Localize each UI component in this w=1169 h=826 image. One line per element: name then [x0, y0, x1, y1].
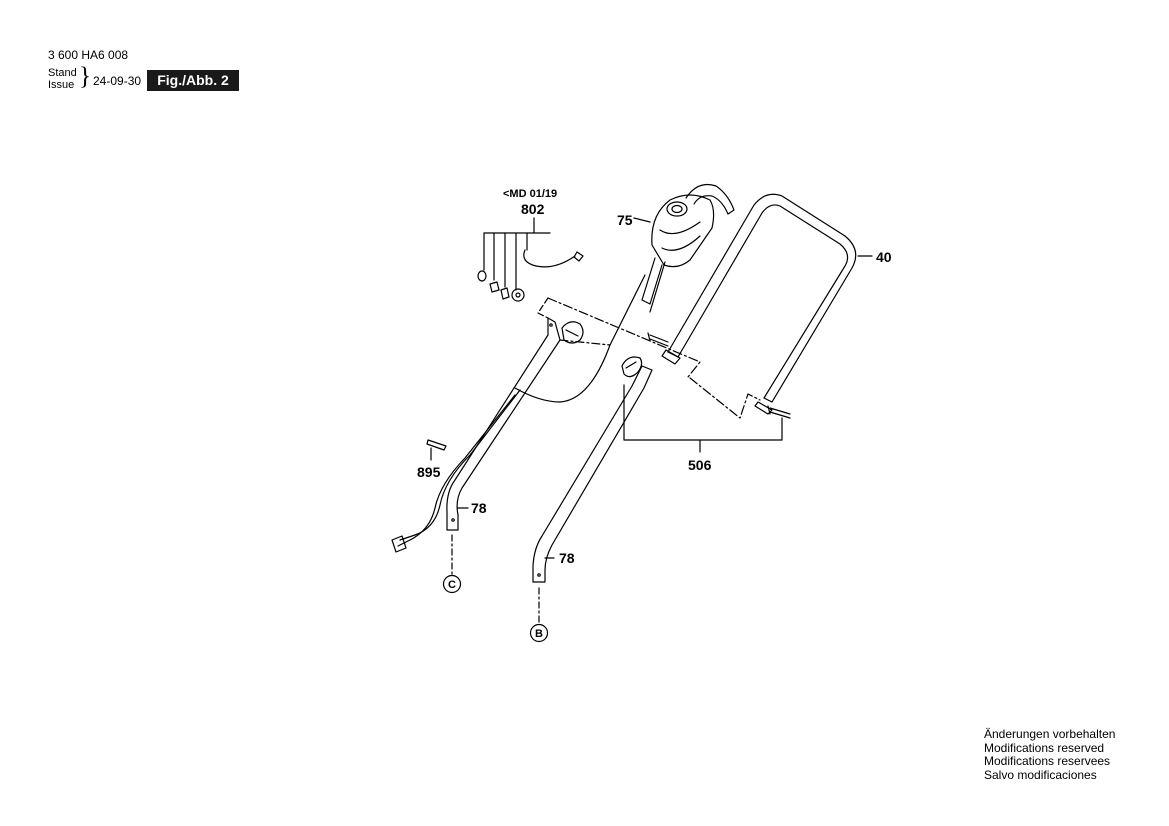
stand-label: Stand: [48, 67, 77, 79]
wing-knob-left: [561, 321, 584, 344]
kit-part-washer-small: [477, 270, 487, 282]
leader-75: [633, 217, 651, 223]
assembly-line-mid: [559, 339, 611, 346]
bracket-802: [483, 217, 551, 291]
label-506: 506: [688, 457, 712, 473]
screw-upper: [647, 332, 669, 347]
assembly-line-corner: [537, 297, 549, 319]
label-78-left: 78: [471, 500, 487, 516]
switch-housing: [641, 183, 735, 313]
issue-label: Issue: [48, 79, 75, 91]
disclaimer-es: Salvo modificaciones: [984, 767, 1097, 782]
kit-part-cable: [523, 249, 584, 268]
assembly-line: [547, 297, 761, 419]
screw-lower: [767, 405, 791, 419]
lower-handle-right: [532, 365, 653, 583]
kit-part-washer: [511, 288, 525, 302]
brace-glyph: }: [79, 63, 91, 90]
label-40: 40: [876, 249, 892, 265]
label-ref-c: C: [448, 579, 456, 591]
cable-with-clip: [391, 389, 521, 553]
stand-issue-labels: Stand Issue: [48, 67, 77, 91]
document-number: 3 600 HA6 008: [48, 48, 129, 62]
label-78-right: 78: [559, 550, 575, 566]
figure-label: Fig./Abb. 2: [147, 70, 239, 91]
switch-cable: [514, 274, 646, 403]
ref-c-circle: [442, 574, 462, 594]
label-895: 895: [417, 464, 441, 480]
bracket-506: [623, 384, 783, 453]
kit-part-terminal-1: [489, 281, 500, 293]
upper-handle-bar: [661, 193, 857, 415]
lower-handle-left: [446, 317, 561, 531]
disclaimer-de: Änderungen vorbehalten: [984, 727, 1116, 741]
issue-date: 24-09-30: [93, 74, 142, 88]
label-75: 75: [617, 212, 633, 228]
kit-part-terminal-2: [500, 287, 510, 300]
ref-b-circle: [529, 623, 549, 643]
label-802: 802: [521, 201, 545, 217]
wing-knob-right: [621, 356, 643, 378]
disclaimer-fr: Modifications reservees: [984, 754, 1111, 768]
label-ref-b: B: [535, 628, 543, 640]
disclaimer-block: Änderungen vorbehalten Modifications res…: [984, 727, 1116, 782]
disclaimer-en: Modifications reserved: [984, 740, 1105, 755]
label-802-note: <MD 01/19: [503, 188, 557, 200]
